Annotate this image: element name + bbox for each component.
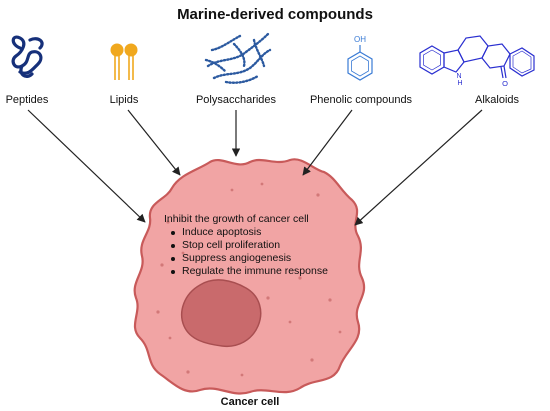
compound-label-phenolic: Phenolic compounds xyxy=(309,94,413,106)
diagram-title: Marine-derived compounds xyxy=(177,6,373,23)
alkaloid-structure-icon xyxy=(419,35,535,79)
cell-granule xyxy=(160,263,164,267)
cell-granule xyxy=(230,188,234,192)
effects-box: Inhibit the growth of cancer cell Induce… xyxy=(164,213,354,278)
cancer-cell-label: Cancer cell xyxy=(220,396,280,408)
effect-item: Stop cell proliferation xyxy=(171,239,354,252)
lipid-icon xyxy=(110,43,138,80)
cell-granule xyxy=(338,330,342,334)
effects-heading: Inhibit the growth of cancer cell xyxy=(164,213,309,225)
alkaloid-nh-label: N H xyxy=(456,73,463,87)
cell-granule xyxy=(316,193,320,197)
cell-granule xyxy=(156,310,160,314)
peptide-coil-icon xyxy=(11,35,44,79)
effect-item: Regulate the immune response xyxy=(171,265,354,278)
arrow-lipids xyxy=(127,109,181,176)
arrow-phenolic xyxy=(302,109,353,176)
arrow-alkaloids xyxy=(354,109,483,226)
effect-item: Induce apoptosis xyxy=(171,226,354,239)
alkaloid-o-label: O xyxy=(502,79,508,88)
cell-granule xyxy=(166,220,170,224)
phenol-structure-icon xyxy=(347,45,373,81)
compound-label-lipids: Lipids xyxy=(109,94,139,106)
cell-granule xyxy=(298,276,302,280)
effect-item: Suppress angiogenesis xyxy=(171,252,354,265)
cell-granule xyxy=(181,251,185,255)
cell-granule xyxy=(266,296,270,300)
cell-granule xyxy=(186,370,190,374)
cell-granule xyxy=(288,320,292,324)
alkaloid-h: H xyxy=(457,80,462,87)
phenol-oh-label: OH xyxy=(354,35,366,44)
compound-label-alkaloids: Alkaloids xyxy=(474,94,520,106)
effects-list: Induce apoptosis Stop cell proliferation… xyxy=(164,226,354,278)
alkaloid-n: N xyxy=(456,73,461,80)
cell-granule xyxy=(328,298,332,302)
compound-label-peptides: Peptides xyxy=(5,94,49,106)
cell-nucleus xyxy=(180,279,262,348)
polysaccharide-icon xyxy=(204,32,272,84)
cell-granule xyxy=(168,336,172,340)
compound-label-polysaccharides: Polysaccharides xyxy=(195,94,277,106)
cell-granule xyxy=(240,373,244,377)
cell-granules xyxy=(156,182,342,377)
cell-granule xyxy=(260,182,264,186)
cell-granule xyxy=(310,358,314,362)
arrows xyxy=(27,109,483,226)
arrow-peptides xyxy=(27,109,146,223)
